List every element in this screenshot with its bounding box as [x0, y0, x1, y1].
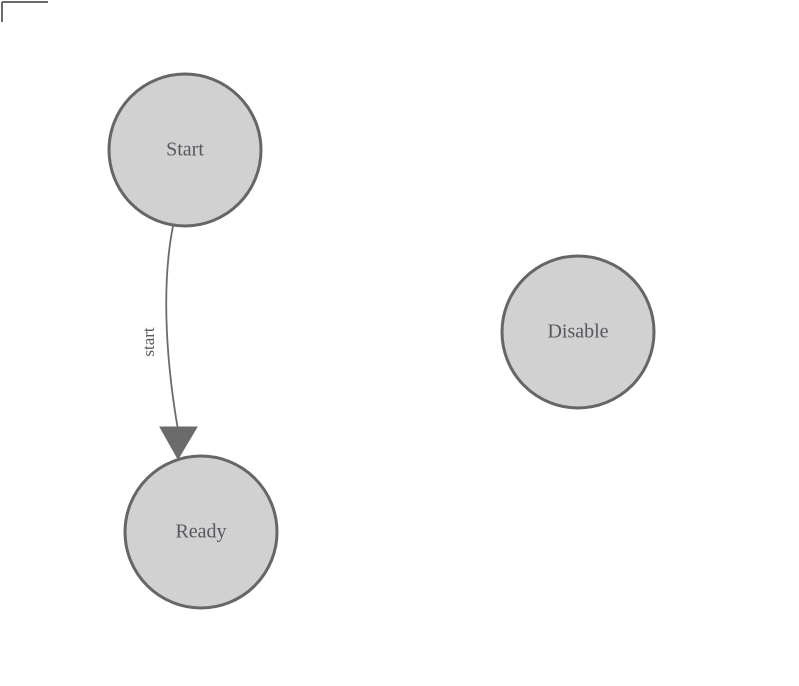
node-disable-circle[interactable] [500, 254, 656, 410]
node-ready-label: Ready [175, 521, 226, 543]
edge-label-start: start [139, 327, 158, 357]
selection-corner-mark-icon [1, 1, 48, 22]
edge-line [165, 225, 179, 431]
edge-start-to-ready[interactable]: start [139, 225, 198, 460]
node-ready[interactable]: Ready [123, 454, 279, 610]
arrowhead-icon [159, 426, 198, 460]
node-start-circle[interactable] [107, 72, 263, 228]
node-start[interactable]: Start [107, 72, 263, 228]
node-start-label: Start [166, 139, 204, 161]
node-ready-circle[interactable] [123, 454, 279, 610]
node-disable-label: Disable [547, 321, 608, 343]
node-disable[interactable]: Disable [500, 254, 656, 410]
